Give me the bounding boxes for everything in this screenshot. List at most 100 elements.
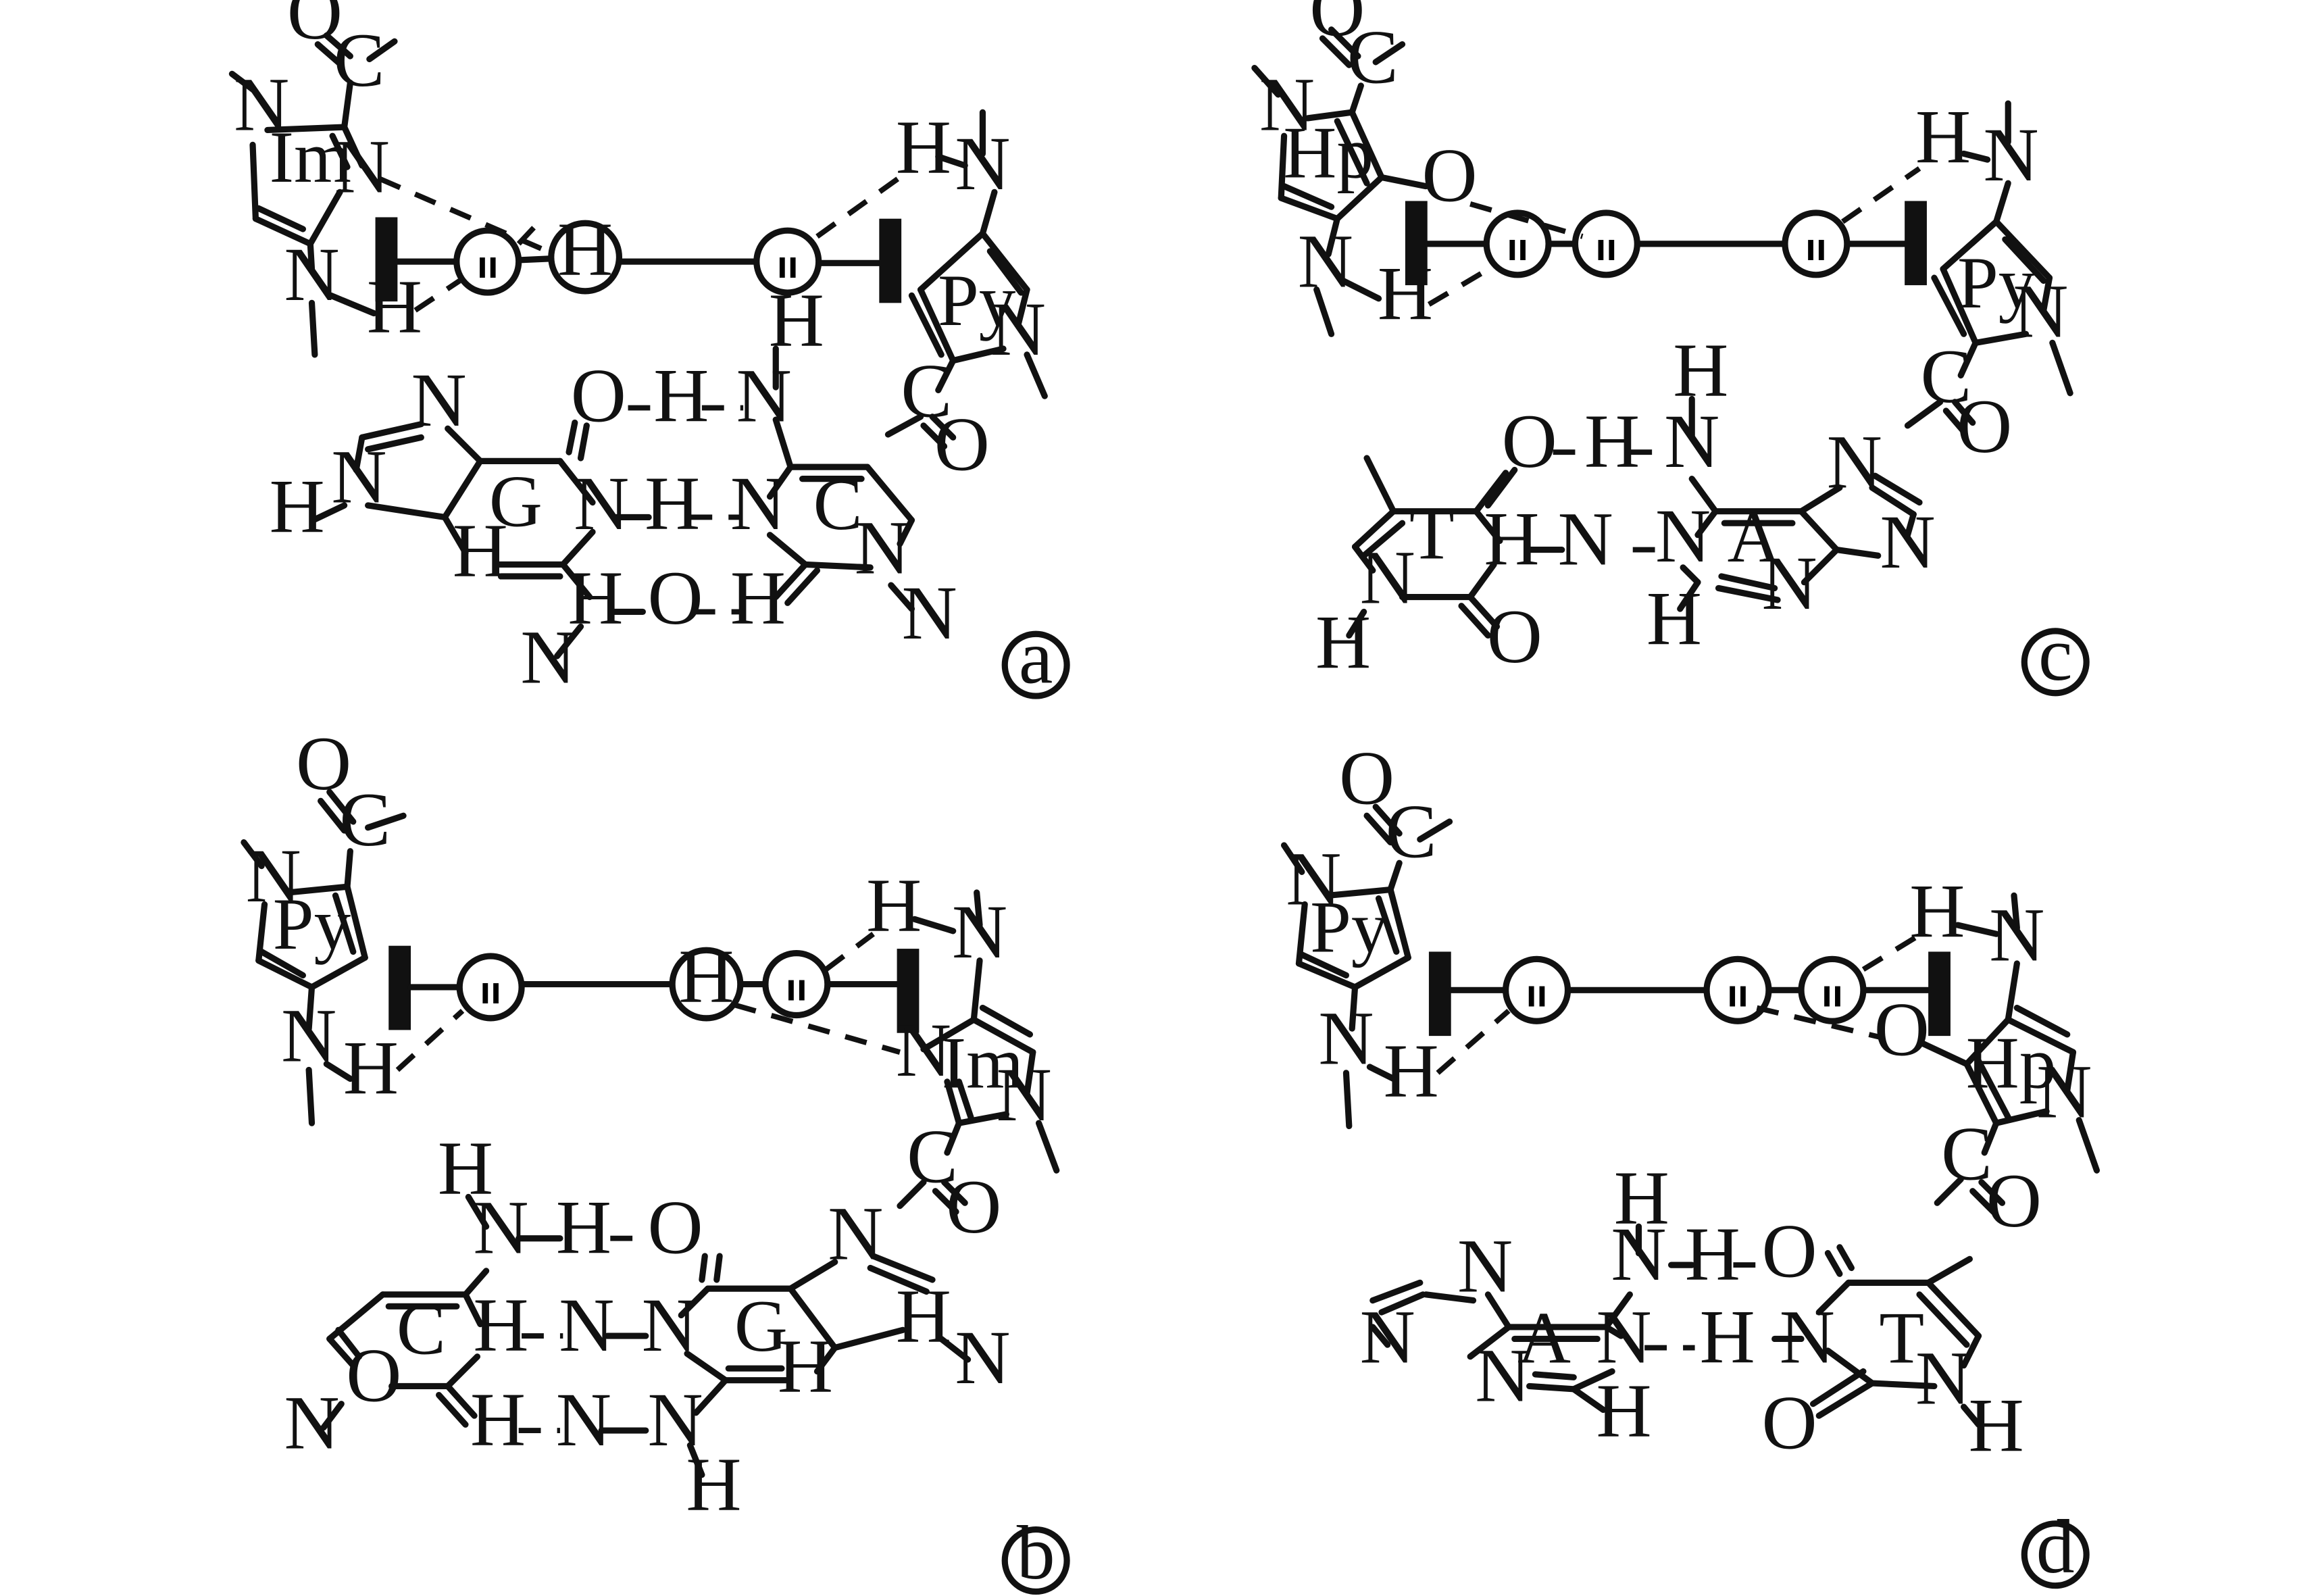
a-n3-c: N bbox=[1761, 541, 1817, 626]
hp-ring-label-c: Hp bbox=[1283, 111, 1374, 193]
hp-n1-d: N bbox=[2036, 1049, 2092, 1134]
panel-a-label-circle bbox=[1001, 630, 1070, 699]
g-n3: H bbox=[453, 508, 508, 593]
py-carbonyl-c-b: C bbox=[339, 777, 391, 862]
hp-carbonyl-o-c: O bbox=[1309, 0, 1365, 52]
t-ring-label-d: T bbox=[1879, 1297, 1924, 1378]
py-ring-left bbox=[241, 789, 407, 1126]
g-o6: O bbox=[571, 353, 626, 438]
ta-pair-c bbox=[1346, 395, 1923, 639]
c-o2-b: H bbox=[470, 1377, 526, 1462]
c-o2: H bbox=[730, 555, 786, 641]
hp-oh-o-d: O bbox=[1874, 987, 1930, 1072]
g-h9-b: N bbox=[955, 1315, 1010, 1400]
c-h1: N bbox=[902, 570, 957, 655]
cg-pair-b bbox=[320, 1193, 972, 1478]
panel-d-label: d bbox=[2036, 1504, 2075, 1589]
hp-ring-label-d: Hp bbox=[1966, 1022, 2057, 1104]
c-n4: N bbox=[736, 353, 792, 438]
c-n1-b: O bbox=[346, 1332, 401, 1418]
g-n1-b: N bbox=[642, 1282, 697, 1368]
t-ring-label-c: T bbox=[1409, 493, 1455, 575]
node-b3 bbox=[762, 950, 831, 1019]
a-h2-d: H bbox=[1596, 1368, 1652, 1453]
panel-a-label: a bbox=[1019, 614, 1053, 699]
node-1 bbox=[453, 227, 522, 296]
node-d2-glyph: ıı bbox=[1727, 972, 1749, 1015]
py-amide-n: N bbox=[955, 121, 1010, 206]
at-pair-d bbox=[1369, 1223, 1982, 1428]
backbone-bar-left-b bbox=[388, 945, 411, 1030]
py-n1-c: N bbox=[2013, 269, 2068, 354]
c-ring-label: C bbox=[813, 464, 863, 545]
py-amide-n-b: N bbox=[281, 993, 336, 1078]
im-amide-n: N bbox=[284, 232, 339, 317]
g-h1-b: N bbox=[559, 1282, 614, 1368]
im-amide-n-b: N bbox=[952, 889, 1007, 974]
py-amide-h-b: H bbox=[343, 1025, 399, 1110]
g-n7-b: N bbox=[828, 1191, 883, 1276]
a-h6a-d: H bbox=[1614, 1155, 1669, 1241]
node-b1-glyph: ıı bbox=[480, 970, 501, 1012]
c-ring-label-b: C bbox=[397, 1288, 446, 1370]
im-carbonyl-o: O bbox=[287, 0, 343, 55]
py-amide-h-c: H bbox=[1915, 95, 1971, 180]
py-amide-n-d: N bbox=[1318, 996, 1374, 1081]
g-h9: H bbox=[270, 464, 325, 549]
node-1-glyph: ıı bbox=[477, 244, 499, 286]
c-h4a: H bbox=[653, 353, 709, 438]
py-n1-b: N bbox=[246, 833, 301, 918]
panel-c-label: c bbox=[2038, 612, 2072, 697]
panel-d-label-circle bbox=[2021, 1520, 2090, 1589]
node-d2 bbox=[1703, 955, 1772, 1024]
hp-carbonyl-o-d: O bbox=[1986, 1158, 2042, 1243]
g-h2a: O bbox=[647, 555, 703, 641]
py-carbonyl-o-d: O bbox=[1339, 736, 1394, 821]
a-n3-d: N bbox=[1475, 1332, 1530, 1418]
py-ring-left-d bbox=[1280, 803, 1453, 1130]
node-c1 bbox=[1483, 209, 1552, 278]
hp-amide-n-d: N bbox=[1989, 893, 2044, 978]
a-n1-d: N bbox=[1596, 1294, 1652, 1379]
py-ring-label: Py bbox=[938, 259, 1016, 341]
im-amide-h-b: H bbox=[866, 863, 922, 948]
node-d1 bbox=[1503, 955, 1571, 1024]
g-ring-label-b: G bbox=[734, 1285, 788, 1367]
backbone-bar-left bbox=[375, 217, 398, 302]
py-ring-label-c: Py bbox=[1957, 242, 2036, 324]
node-c3-glyph: ıı bbox=[1805, 226, 1827, 269]
g-n3-b: H bbox=[778, 1324, 833, 1409]
im-carbonyl-c-b: C bbox=[907, 1114, 958, 1199]
g-n1: N bbox=[574, 461, 629, 546]
g-h2b-b: H bbox=[686, 1442, 741, 1527]
t-h3-d: H bbox=[1700, 1294, 1755, 1379]
c-n3-b: H bbox=[473, 1282, 528, 1368]
node-b2 bbox=[669, 947, 744, 1022]
node-c3 bbox=[1782, 209, 1851, 278]
panel-b-label: b bbox=[1017, 1510, 1055, 1595]
panel-b-label-circle bbox=[1001, 1526, 1070, 1595]
panel-c-label-circle bbox=[2021, 628, 2090, 697]
im-ring-left bbox=[228, 32, 398, 358]
a-ring-label-d: A bbox=[1517, 1297, 1571, 1378]
a-n9-c: N bbox=[1880, 499, 1935, 584]
py-ring-right bbox=[884, 109, 1048, 450]
im-n1-b: N bbox=[997, 1052, 1052, 1137]
py-carbonyl-c-c: C bbox=[1920, 334, 1971, 419]
g-ring-label: G bbox=[489, 461, 543, 543]
backbone-bar-left-d bbox=[1428, 951, 1451, 1037]
t-h1-d: H bbox=[1969, 1383, 2024, 1468]
t-o2-d: O bbox=[1761, 1380, 1817, 1465]
node-3 bbox=[753, 227, 822, 296]
a-n6-d: N bbox=[1611, 1212, 1666, 1297]
py-carbonyl-c-d: C bbox=[1386, 789, 1437, 874]
g-n2-b: N bbox=[647, 1377, 703, 1462]
g-n2: H bbox=[568, 555, 623, 641]
t-h3-c: N bbox=[1558, 496, 1613, 581]
py-n1: N bbox=[990, 286, 1046, 372]
c-n3: N bbox=[730, 461, 786, 546]
py-carbonyl-c: C bbox=[901, 349, 952, 434]
node-b3-glyph: ıı bbox=[786, 967, 807, 1009]
node-c2 bbox=[1571, 209, 1640, 278]
